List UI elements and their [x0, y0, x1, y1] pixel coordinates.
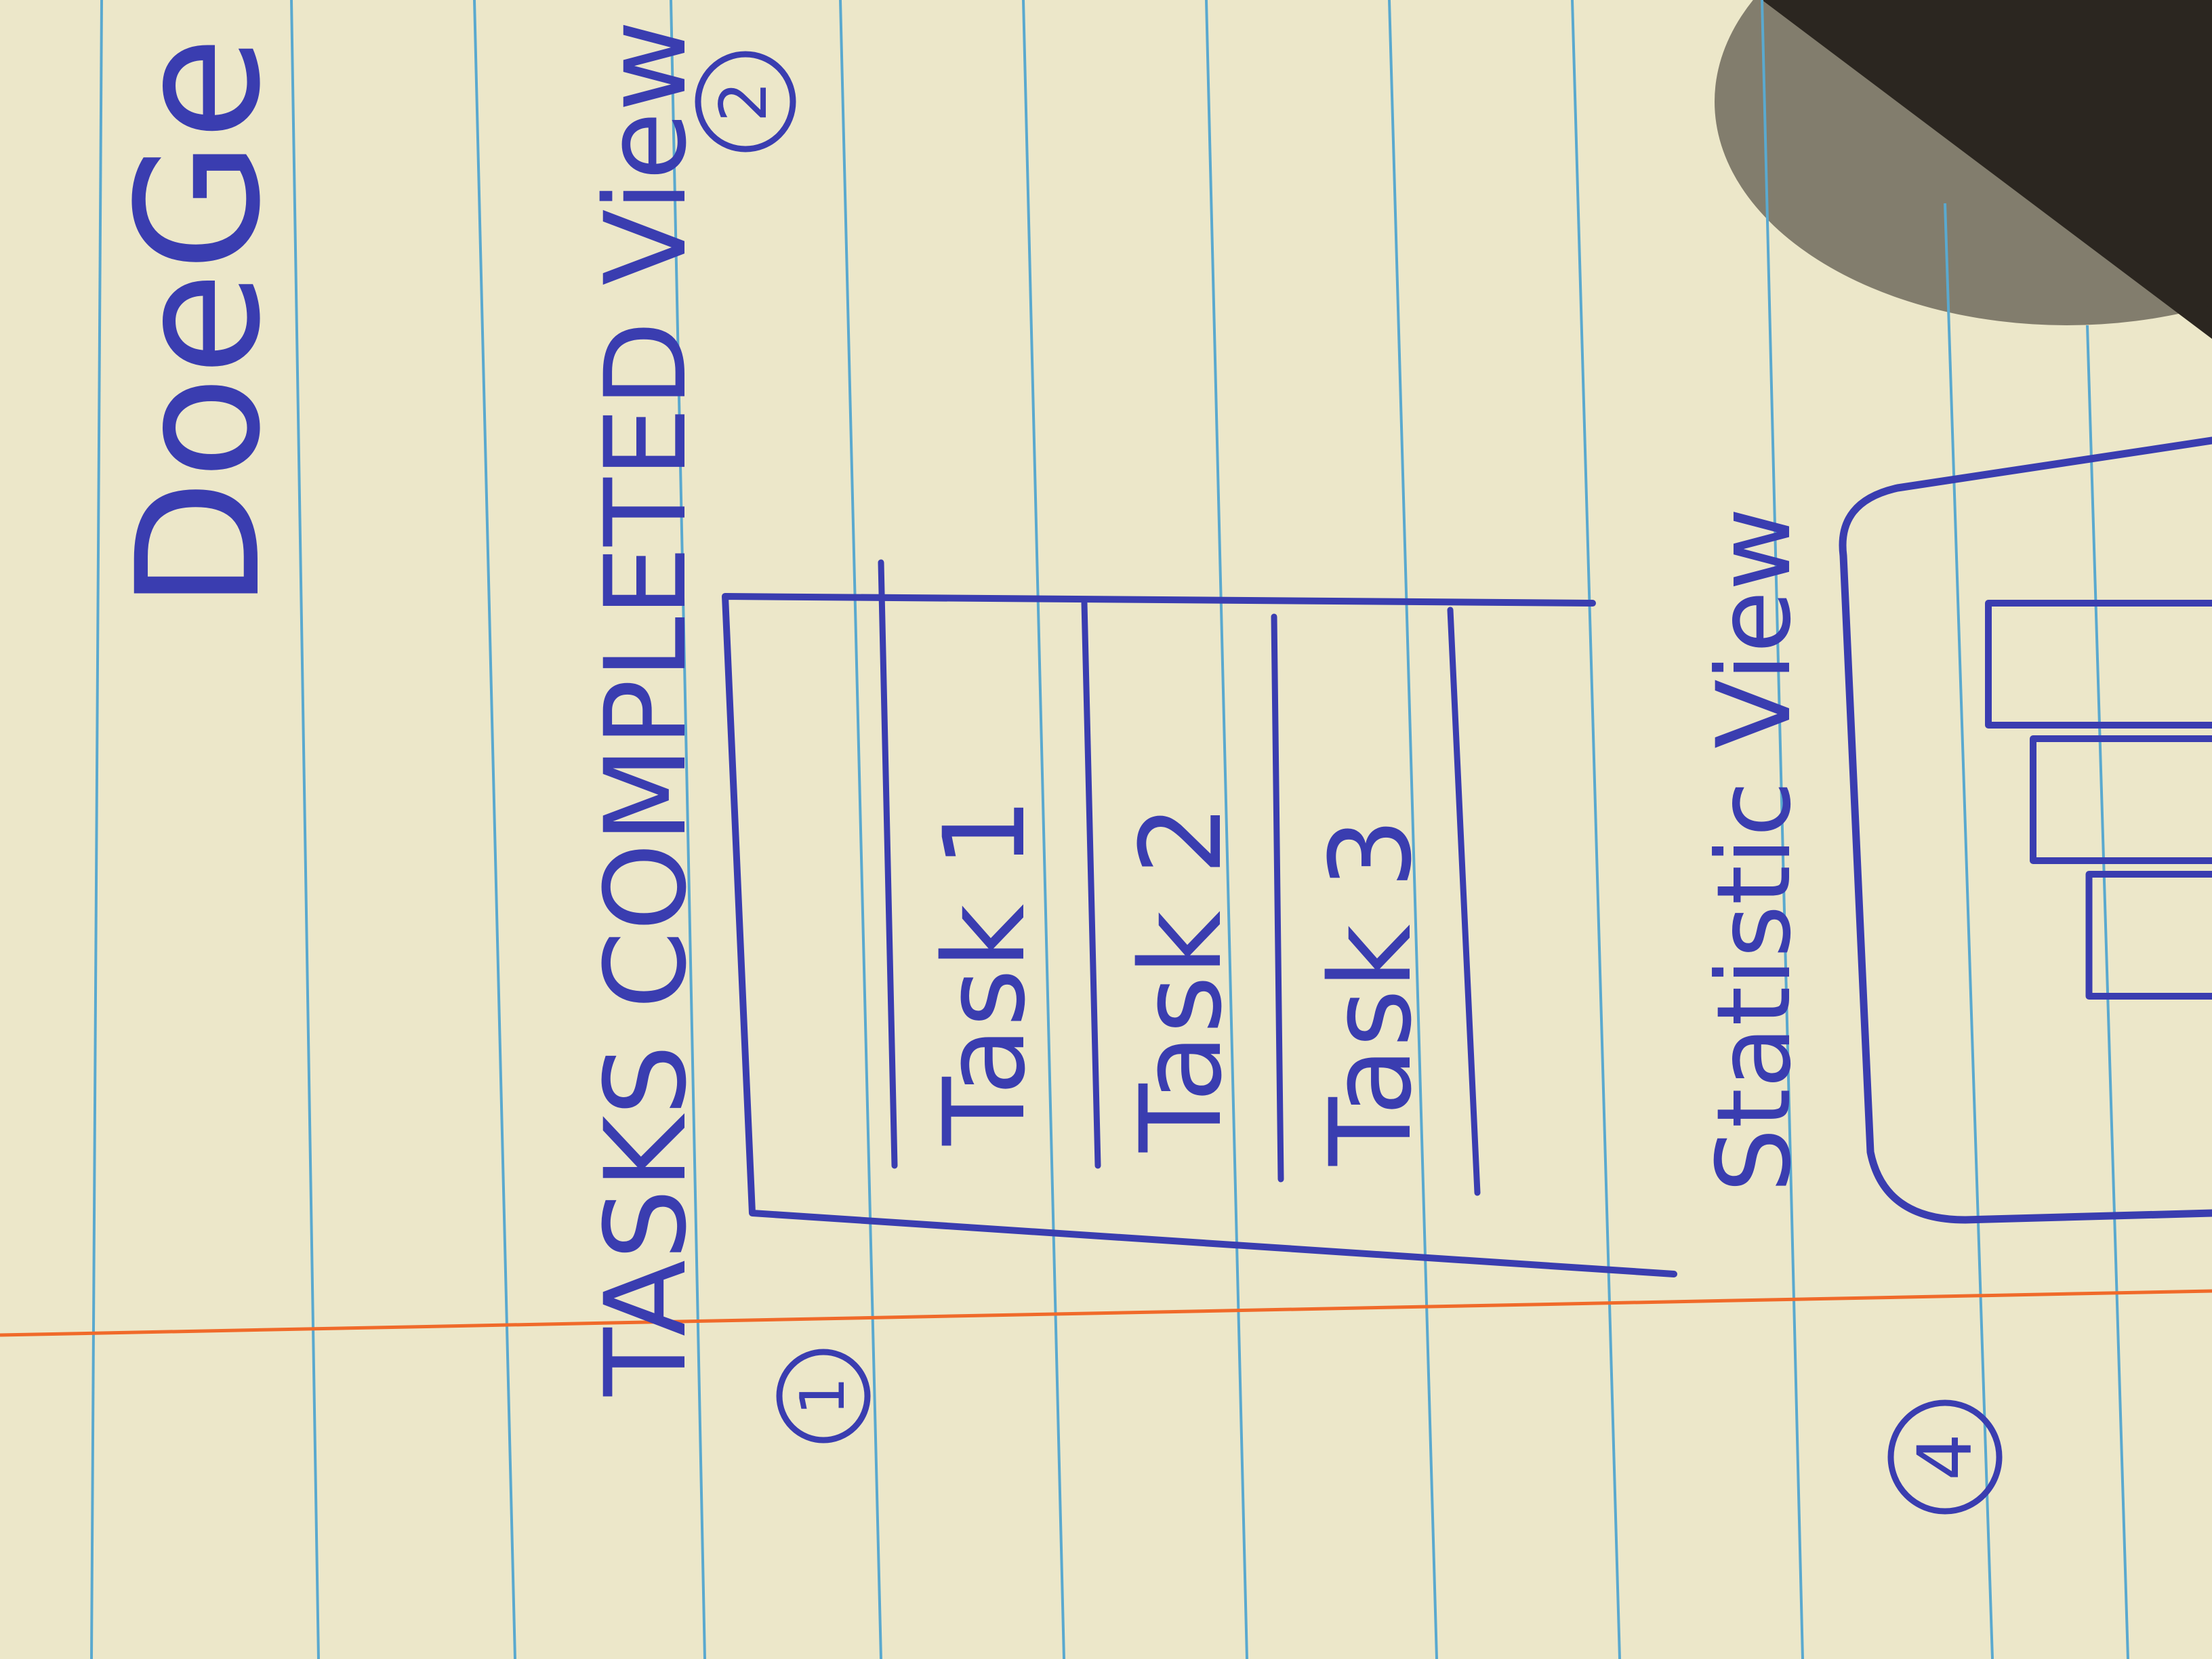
svg-text:4: 4 [1902, 1433, 1988, 1481]
task-row-1: Task 1 [920, 797, 1050, 1146]
view-number-4: 4 [1887, 1399, 2003, 1515]
tasks-list-box: Task 1 Task 2 Task 3 [722, 559, 1677, 1277]
view-number-1: 1 [776, 1349, 871, 1443]
rule-lines [90, 0, 2129, 1659]
tasks-view-title: TASKS COMPLETED View [581, 20, 711, 1397]
stats-bar [2030, 735, 2212, 864]
svg-text:1: 1 [787, 1376, 859, 1415]
page-header-text: DoeGe [100, 36, 298, 610]
stats-view-title: Statistic View [1696, 508, 1814, 1193]
svg-text:2: 2 [707, 81, 781, 122]
margin-line [0, 1289, 2212, 1337]
task-row-3: Task 3 [1306, 817, 1436, 1166]
stats-view-box [1839, 436, 2212, 1224]
paper-shadow [1715, 0, 2212, 325]
stats-bar-chart [1985, 600, 2212, 1000]
view-number-2: 2 [695, 51, 796, 152]
stats-bar [2085, 871, 2212, 1000]
task-row-2: Task 2 [1116, 804, 1246, 1153]
stats-bar [1985, 600, 2212, 729]
